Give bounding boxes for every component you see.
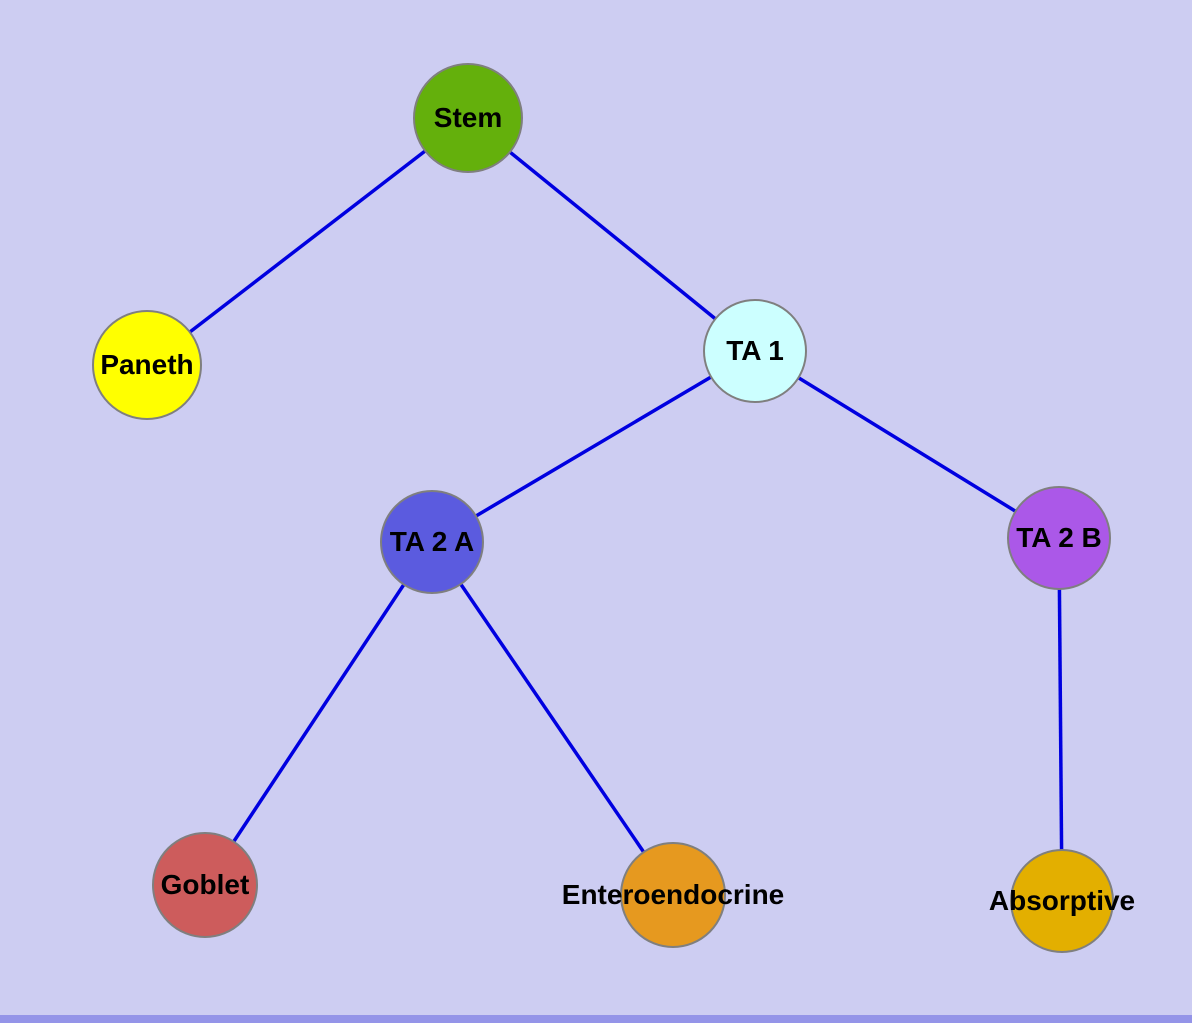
node-ta2b[interactable]: TA 2 B [1007,486,1111,590]
edge-stem-ta1 [466,116,757,353]
node-label-absorptive: Absorptive [988,885,1136,916]
edge-ta1-ta2a [431,349,756,544]
node-stem[interactable]: Stem [413,63,523,173]
node-ta1[interactable]: TA 1 [703,299,807,403]
bottom-strip [0,1015,1192,1023]
node-label-ta1: TA 1 [726,335,784,366]
edge-ta2a-enteroendocrine [430,541,675,896]
edge-ta2b-absorptive [1057,537,1064,902]
node-ta2a[interactable]: TA 2 A [380,490,484,594]
node-enteroendocrine[interactable]: Enteroendocrine [562,842,784,948]
edge-ta1-ta2b [754,349,1060,540]
node-label-stem: Stem [433,102,503,133]
node-label-ta2a: TA 2 A [389,526,475,557]
node-absorptive[interactable]: Absorptive [989,849,1135,953]
node-label-enteroendocrine: Enteroendocrine [561,879,785,910]
node-label-goblet: Goblet [160,869,250,900]
node-label-paneth: Paneth [100,349,194,380]
node-goblet[interactable]: Goblet [152,832,258,938]
edge-stem-paneth [145,116,470,367]
edge-ta2a-goblet [203,541,434,886]
node-paneth[interactable]: Paneth [92,310,202,420]
node-label-ta2b: TA 2 B [1016,522,1102,553]
